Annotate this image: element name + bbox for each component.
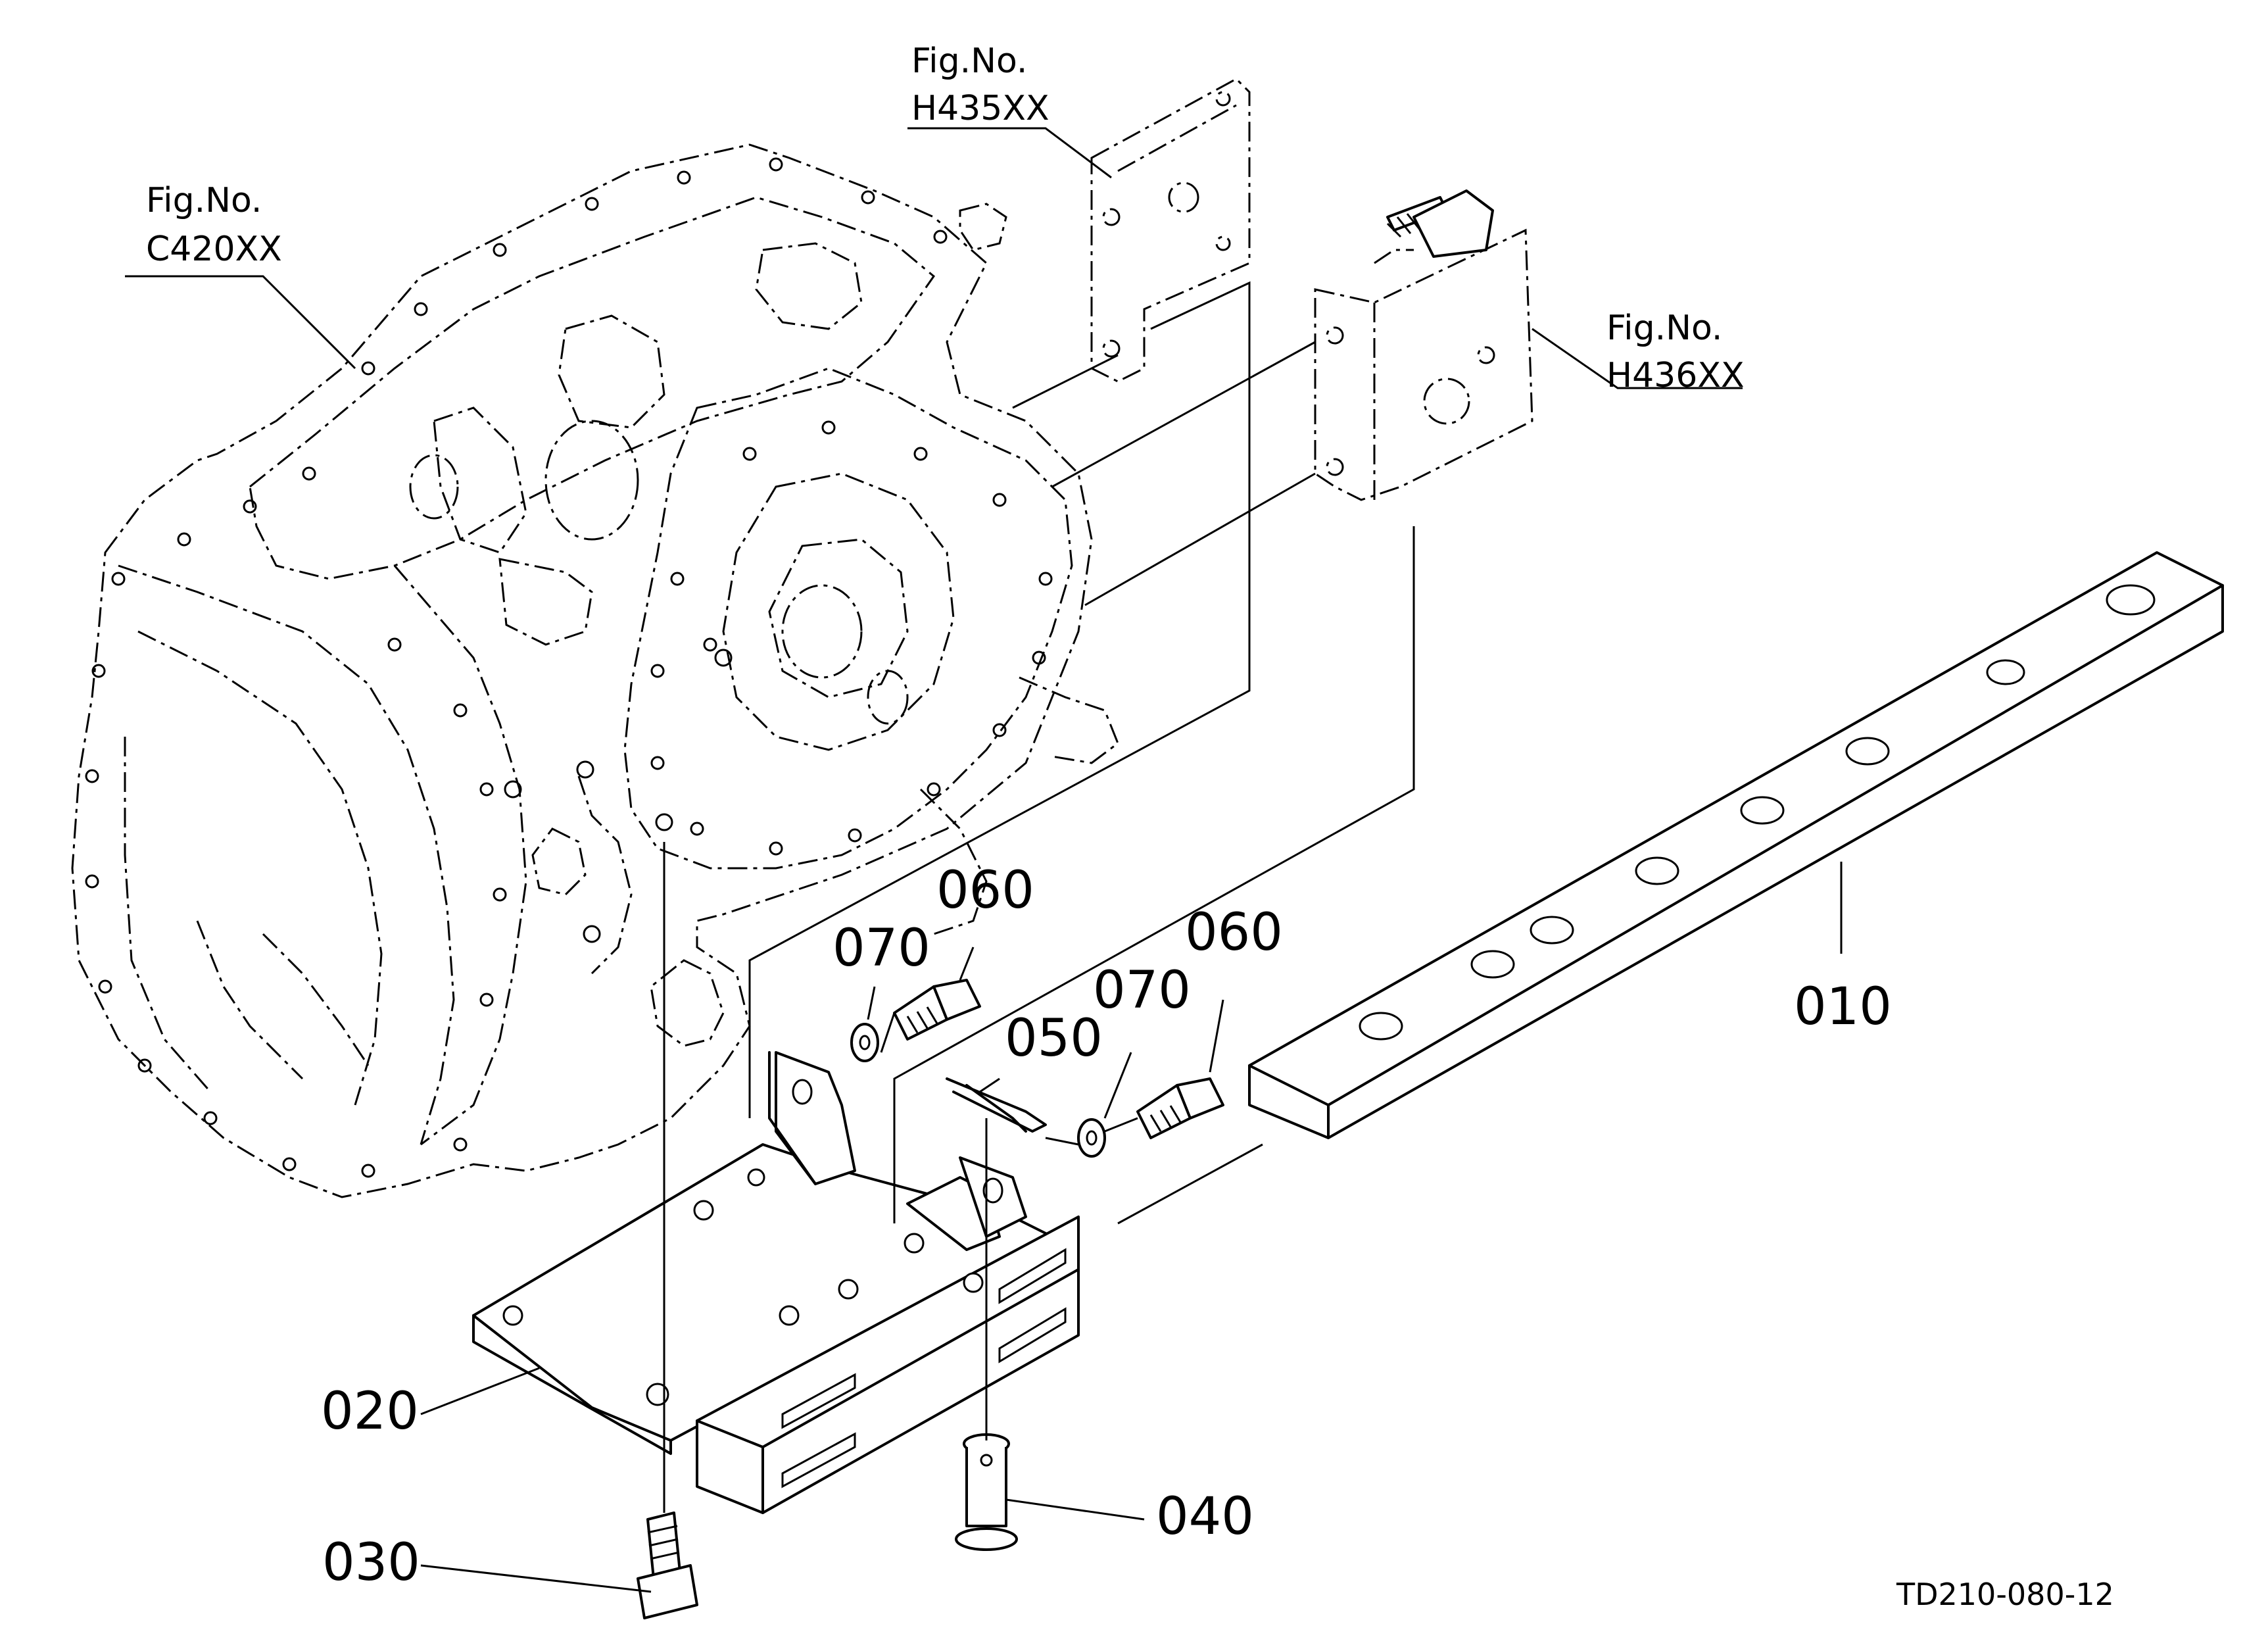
fig-ref-c420xx: Fig.No. C420XX	[146, 181, 282, 269]
case-bolt-holes	[85, 157, 1053, 1178]
fig-ref-h436xx-code: H436XX	[1606, 356, 1745, 395]
part-number-060-upper: 060	[936, 861, 1034, 920]
drawbar	[1248, 551, 2224, 1139]
washer-070-upper	[850, 1023, 879, 1062]
support-holes	[502, 1168, 984, 1406]
fig-ref-h435xx-title: Fig.No.	[911, 41, 1027, 81]
part-number-020: 020	[321, 1382, 419, 1441]
fig-ref-c420xx-code: C420XX	[146, 230, 282, 269]
transmission-case	[71, 143, 1119, 1198]
part-number-050: 050	[1005, 1009, 1103, 1068]
bracket-bolt	[1386, 189, 1494, 258]
fig-ref-h436xx-title: Fig.No.	[1606, 308, 1722, 348]
fig-ref-c420xx-title: Fig.No.	[146, 181, 262, 220]
fig-ref-h435xx-code: H435XX	[911, 89, 1050, 128]
leader-lines	[125, 127, 1843, 1593]
part-number-070-upper: 070	[832, 919, 930, 978]
drawbar-holes	[1359, 584, 2156, 1041]
fig-ref-h435xx: Fig.No. H435XX	[911, 41, 1050, 128]
bolt-060-upper	[893, 979, 981, 1041]
bracket-h435xx	[1090, 78, 1251, 383]
washer-070-lower	[1077, 1118, 1106, 1158]
pin-040	[955, 1433, 1018, 1551]
part-number-040: 040	[1156, 1487, 1254, 1546]
part-number-030: 030	[322, 1533, 420, 1592]
bracket-h436xx	[1314, 228, 1533, 501]
clip-050	[946, 1077, 1047, 1133]
assembly-guide-lines	[663, 281, 1415, 1513]
part-number-010: 010	[1794, 977, 1892, 1037]
drawbar-support	[472, 1051, 1080, 1514]
part-number-070-lower: 070	[1093, 961, 1191, 1020]
part-number-060-lower: 060	[1185, 903, 1283, 962]
bolt-060-lower	[1136, 1077, 1224, 1139]
bolt-030	[637, 1512, 698, 1619]
fig-ref-h436xx: Fig.No. H436XX	[1606, 308, 1745, 395]
drawing-id: TD210-080-12	[1896, 1577, 2114, 1612]
